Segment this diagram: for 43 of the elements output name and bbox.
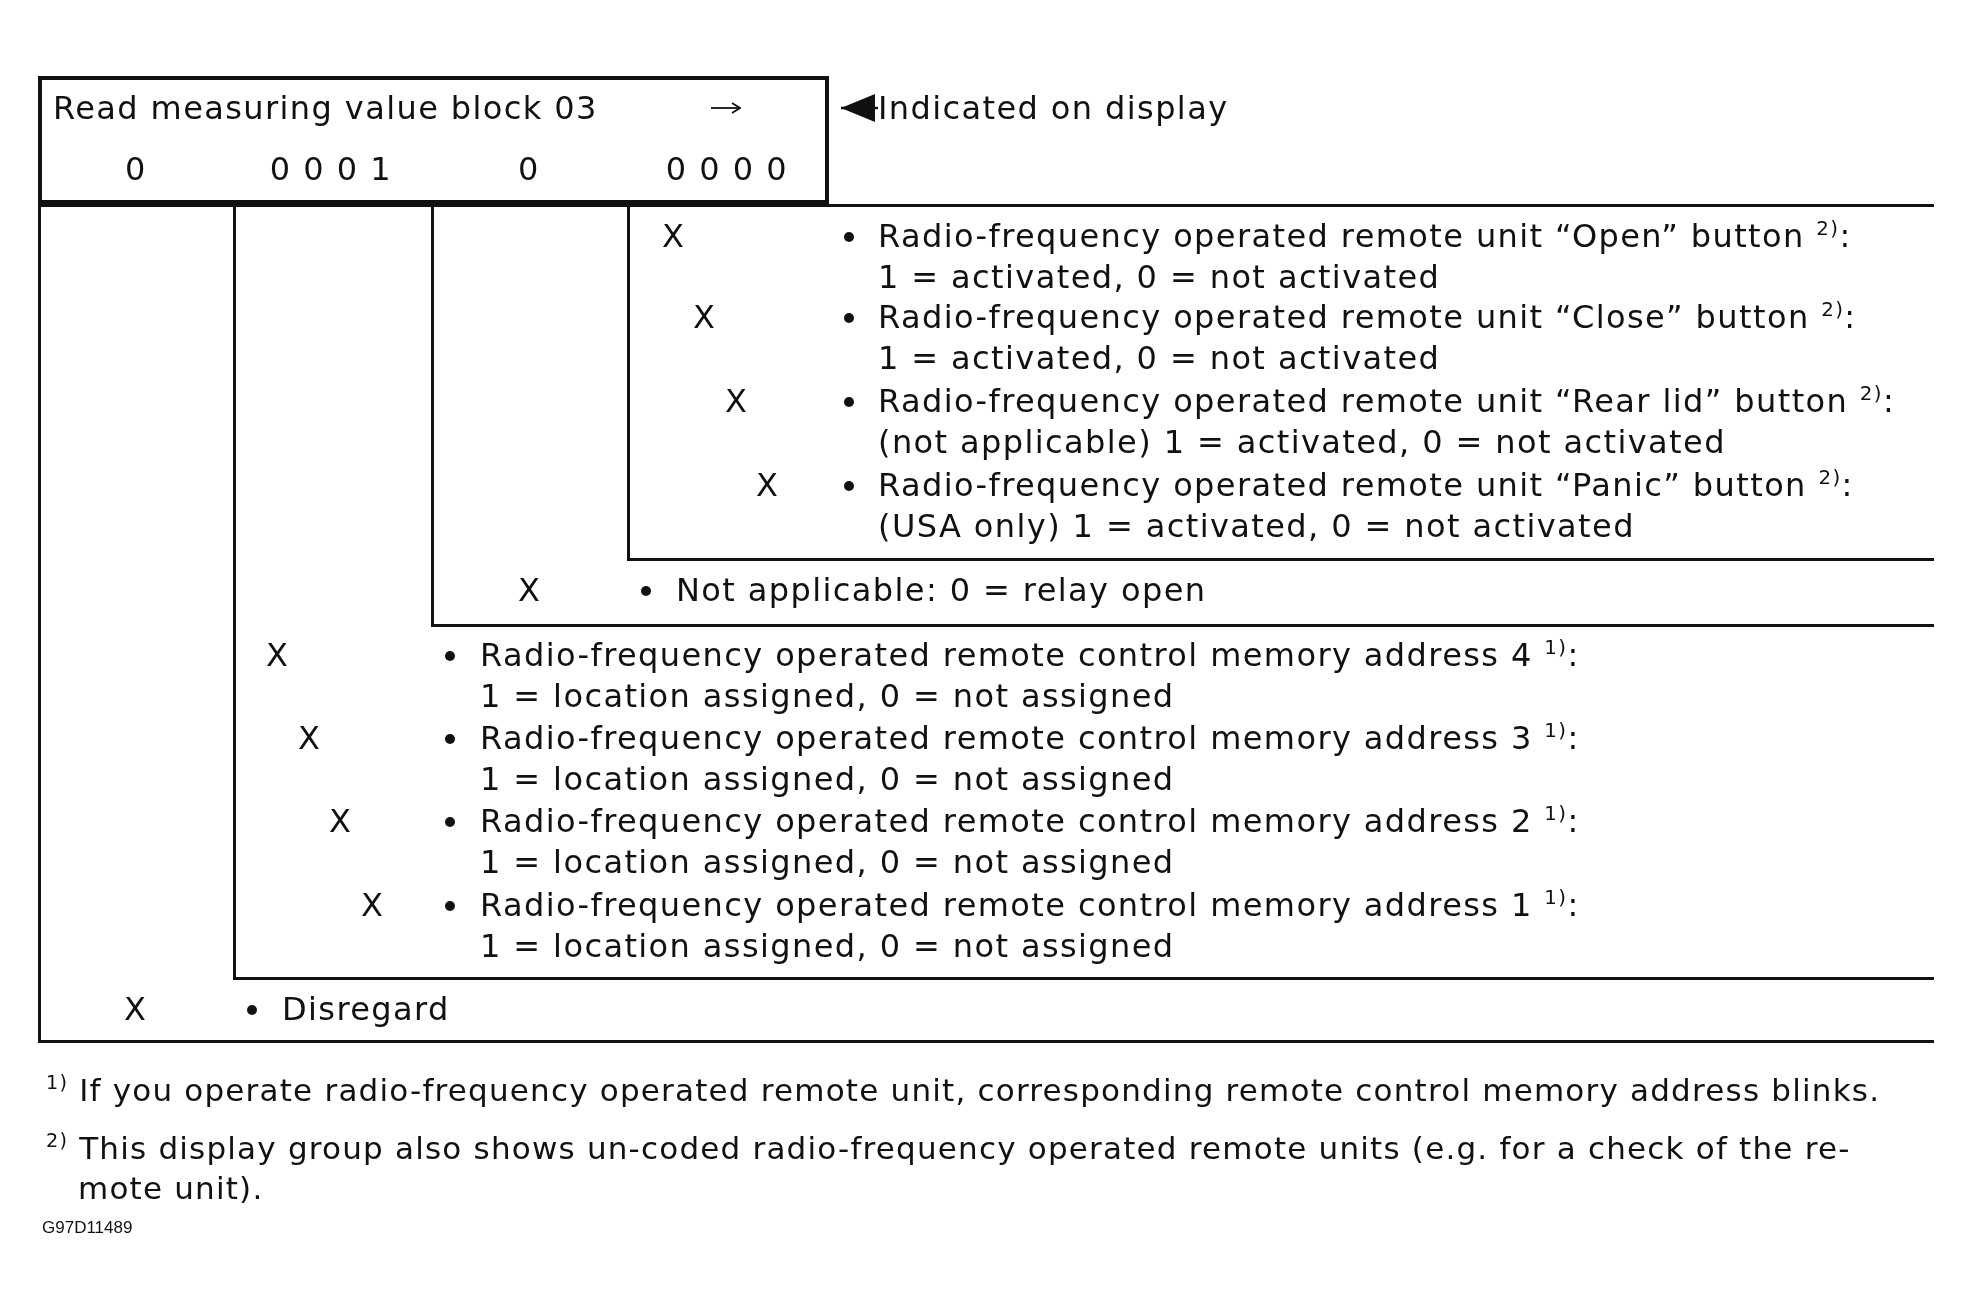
bit-description: (USA only) 1 = activated, 0 = not activated	[878, 507, 1635, 545]
x-mark: X	[693, 298, 715, 336]
footnote: $^{2)}$ This display group also shows un-coded radio-frequency operated remote units (e.g. for a check of the re- mote unit).	[46, 1128, 1852, 1208]
bit-description: Radio-frequency operated remote unit “Open” button $^{2)}$:	[878, 217, 1852, 255]
bit-description: Radio-frequency operated remote control memory address 2 $^{1)}$:	[480, 802, 1580, 840]
figure-code: G97D11489	[42, 1218, 133, 1238]
bit-description: 1 = activated, 0 = not activated	[878, 258, 1441, 296]
bit-description: 1 = location assigned, 0 = not assigned	[480, 927, 1175, 965]
bit-description: Radio-frequency operated remote unit “Close” button $^{2)}$:	[878, 298, 1857, 336]
bit-description: Radio-frequency operated remote control memory address 4 $^{1)}$:	[480, 636, 1580, 674]
x-mark: X	[124, 990, 146, 1028]
bit-description: 1 = location assigned, 0 = not assigned	[480, 760, 1175, 798]
annotation-text: Indicated on display	[878, 89, 1229, 127]
bit-description: 1 = activated, 0 = not activated	[878, 339, 1441, 377]
x-mark: X	[662, 217, 684, 255]
bit-description: Disregard	[282, 990, 450, 1028]
bit-description: (not applicable) 1 = activated, 0 = not activated	[878, 423, 1726, 461]
bracket-frame	[233, 204, 1934, 980]
bit-description: Radio-frequency operated remote control memory address 3 $^{1)}$:	[480, 719, 1580, 757]
x-mark: X	[756, 466, 778, 504]
arrow	[841, 94, 878, 122]
bracket-frame	[38, 204, 1934, 1043]
bit-description: Not applicable: 0 = relay open	[676, 571, 1207, 609]
display-value: 0 0 0 1	[269, 150, 393, 188]
display-box	[38, 76, 829, 204]
x-mark: X	[298, 719, 320, 757]
bit-description: Radio-frequency operated remote unit “Panic” button $^{2)}$:	[878, 466, 1854, 504]
bit-description: 1 = location assigned, 0 = not assigned	[480, 843, 1175, 881]
block-title: Read measuring value block 03	[53, 89, 598, 127]
display-value: 0 0 0 0	[665, 150, 789, 188]
bracket-frame	[431, 204, 1934, 627]
x-mark: X	[518, 571, 540, 609]
x-mark: X	[725, 382, 747, 420]
x-mark: X	[329, 802, 351, 840]
bit-description: Radio-frequency operated remote unit “Rear lid” button $^{2)}$:	[878, 382, 1896, 420]
footnote: $^{1)}$ If you operate radio-frequency operated remote unit, corresponding remote control memory address blinks.	[46, 1070, 1882, 1110]
bit-description: Radio-frequency operated remote control memory address 1 $^{1)}$:	[480, 886, 1580, 924]
x-mark: X	[266, 636, 288, 674]
bracket-frame	[627, 204, 1934, 561]
display-value: 0	[518, 150, 540, 188]
bit-description: 1 = location assigned, 0 = not assigned	[480, 677, 1175, 715]
display-value: 0	[125, 150, 147, 188]
x-mark: X	[361, 886, 383, 924]
